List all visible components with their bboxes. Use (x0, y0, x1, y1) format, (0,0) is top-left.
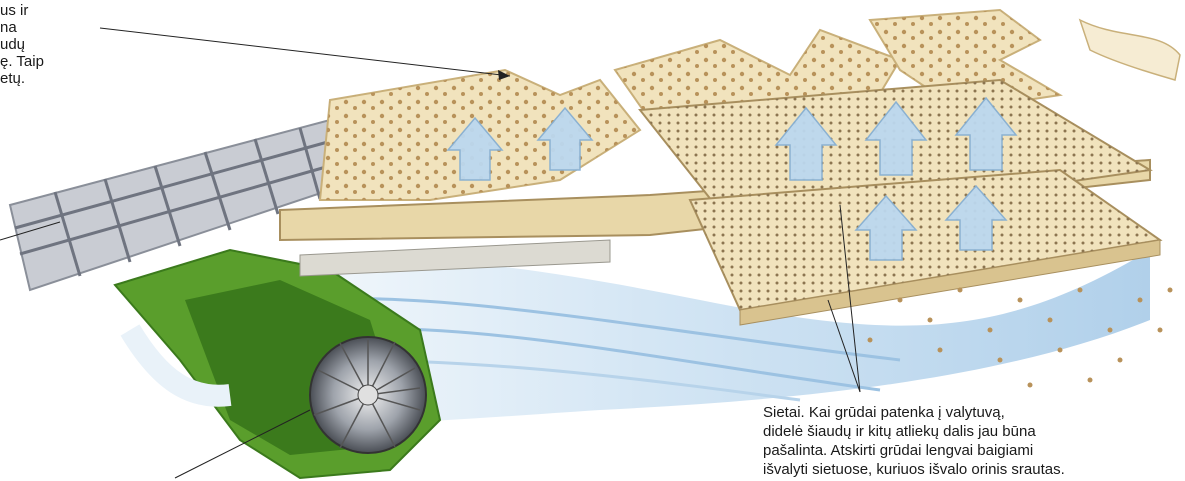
sieves-callout-text: Sietai. Kai grūdai patenka į valytuvą, d… (763, 403, 1183, 481)
fan-rotor (310, 337, 426, 453)
leader-top (100, 28, 510, 76)
